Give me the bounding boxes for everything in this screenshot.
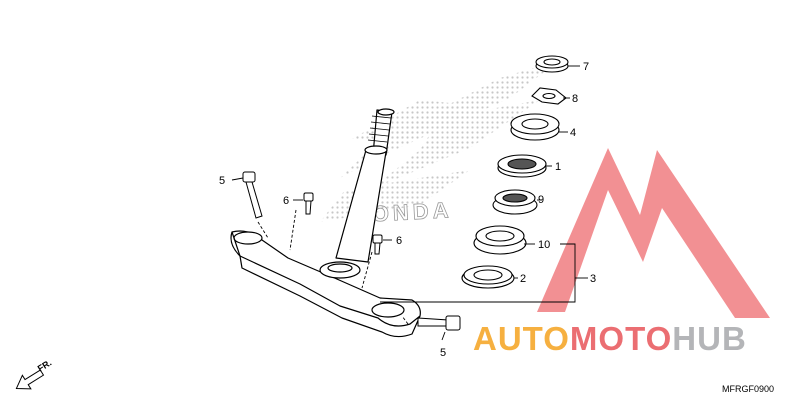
bolt-6-left	[303, 192, 314, 215]
part-8-lock-washer	[531, 87, 567, 105]
part-2-dust-seal	[461, 265, 515, 289]
logo-text-moto: MOTO	[570, 320, 672, 357]
front-direction-label: FR.	[36, 358, 54, 374]
bolt-6-right	[372, 234, 383, 255]
part-9-upper-bearing	[492, 189, 538, 215]
svg-text:AUTOMOTOHUB: AUTOMOTOHUB	[473, 320, 747, 357]
diagram-code: MFRGF0900	[722, 384, 774, 394]
part-4-adjusting-nut	[510, 113, 560, 141]
callout-3: 3	[590, 273, 596, 285]
leader-lines	[231, 65, 588, 341]
callout-8: 8	[572, 93, 578, 105]
bolt-5-upper	[242, 171, 263, 219]
callout-4: 4	[570, 127, 576, 139]
callout-1: 1	[555, 161, 561, 173]
front-direction-arrow-icon	[15, 369, 45, 390]
part-1-dust-seal	[497, 154, 547, 178]
callout-labels: 7 8 4 1 9 10 2 3 5 6 6 5	[219, 61, 596, 359]
logo-text-auto: AUTO	[473, 320, 570, 357]
callout-10: 10	[538, 239, 550, 251]
callout-2: 2	[520, 273, 526, 285]
callout-6-right: 6	[396, 235, 402, 247]
automotohub-wordmark: AUTOMOTOHUB	[473, 320, 747, 357]
callout-6-left: 6	[283, 195, 289, 207]
callout-9: 9	[538, 194, 544, 206]
callout-5-lower: 5	[440, 347, 446, 359]
callout-5-upper: 5	[219, 175, 225, 187]
callout-7: 7	[583, 61, 589, 73]
logo-text-hub: HUB	[672, 320, 747, 357]
part-7-lock-nut	[535, 55, 569, 73]
steering-stem-assembly	[230, 108, 421, 338]
part-10-lower-bearing	[473, 225, 527, 255]
bolt-5-lower	[417, 315, 461, 331]
automotohub-logo-icon	[537, 148, 770, 318]
